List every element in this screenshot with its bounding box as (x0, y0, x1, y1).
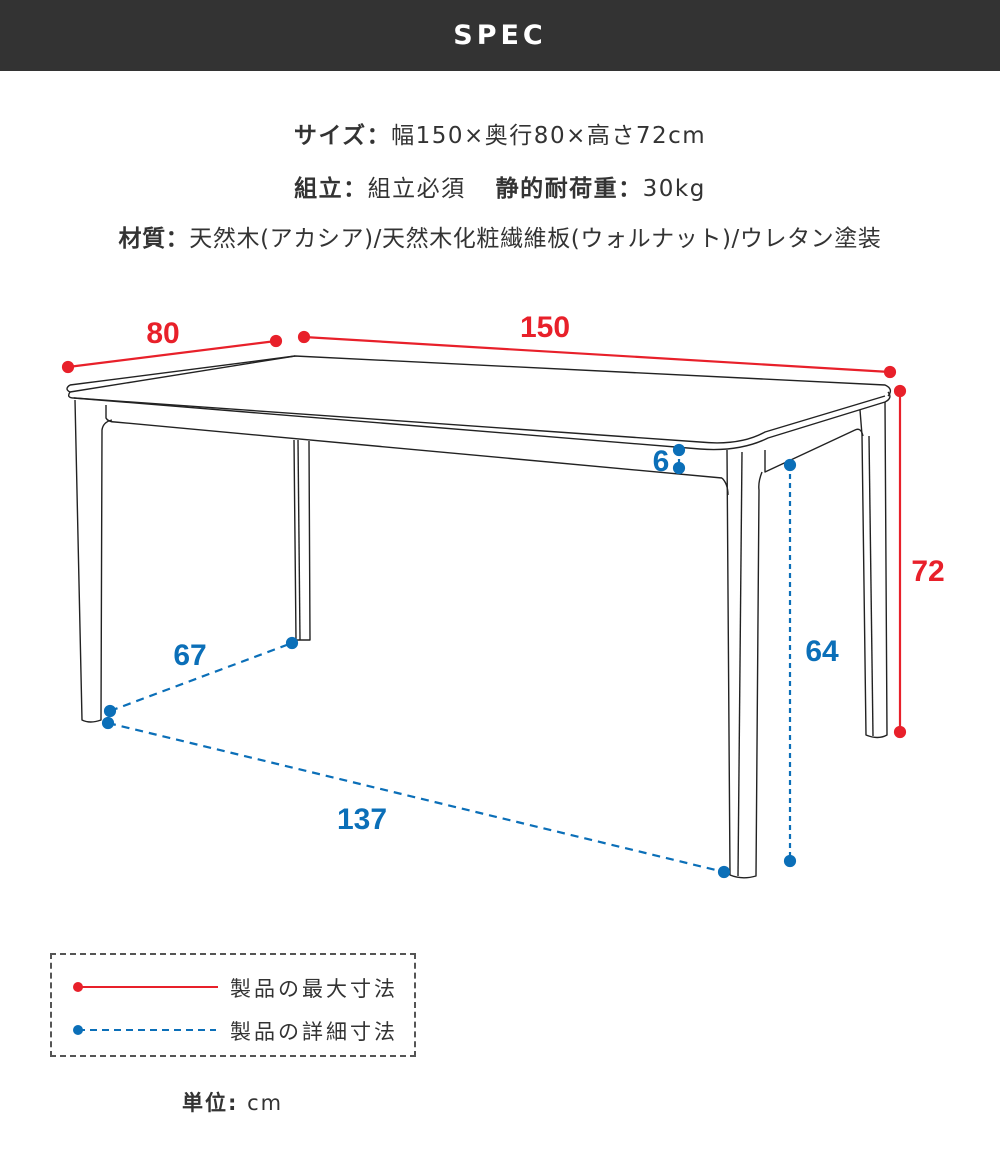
max-dimension-lines (61, 330, 907, 739)
legend-detail-line-icon (73, 1025, 216, 1035)
unit-note: 単位: cm (182, 1087, 283, 1117)
spec-header: SPEC (0, 0, 1000, 71)
legend-box: 製品の最大寸法 製品の詳細寸法 (50, 953, 416, 1057)
spec-size-value: 幅150×奥行80×高さ72cm (391, 123, 707, 149)
dim-leg-width-label: 137 (337, 803, 387, 836)
spec-material-value: 天然木(アカシア)/天然木化粧繊維板(ウォルナット)/ウレタン塗装 (189, 226, 882, 252)
spec-material: 材質：天然木(アカシア)/天然木化粧繊維板(ウォルナット)/ウレタン塗装 (0, 219, 1000, 253)
dim-width-label: 150 (520, 311, 570, 344)
dim-height-label: 72 (911, 555, 944, 588)
spec-assembly-value: 組立必須 (367, 176, 466, 202)
detail-dimension-lines (101, 443, 797, 879)
legend-max-label: 製品の最大寸法 (230, 977, 398, 1001)
unit-label: 単位: (182, 1091, 239, 1115)
dim-clearance-label: 64 (805, 635, 839, 668)
spec-size: サイズ：幅150×奥行80×高さ72cm (0, 116, 1000, 150)
spec-assembly-load: 組立：組立必須 静的耐荷重：30kg (0, 169, 1000, 203)
legend-detail: 製品の詳細寸法 (52, 1010, 414, 1050)
legend-max: 製品の最大寸法 (52, 967, 414, 1007)
spec-material-label: 材質： (118, 226, 190, 252)
unit-value: cm (238, 1091, 284, 1115)
legend-max-line-icon (73, 982, 218, 992)
spec-title: SPEC (453, 20, 547, 51)
legend-detail-label: 製品の詳細寸法 (230, 1020, 398, 1044)
spec-size-label: サイズ： (293, 123, 392, 149)
spec-load-label: 静的耐荷重： (495, 176, 643, 202)
dim-apron-label: 6 (653, 445, 670, 478)
spec-load-value: 30kg (642, 176, 706, 202)
dim-depth-label: 80 (146, 317, 179, 350)
table-outline (66, 355, 892, 879)
dim-leg-depth-label: 67 (173, 639, 206, 672)
spec-assembly-label: 組立： (294, 176, 368, 202)
